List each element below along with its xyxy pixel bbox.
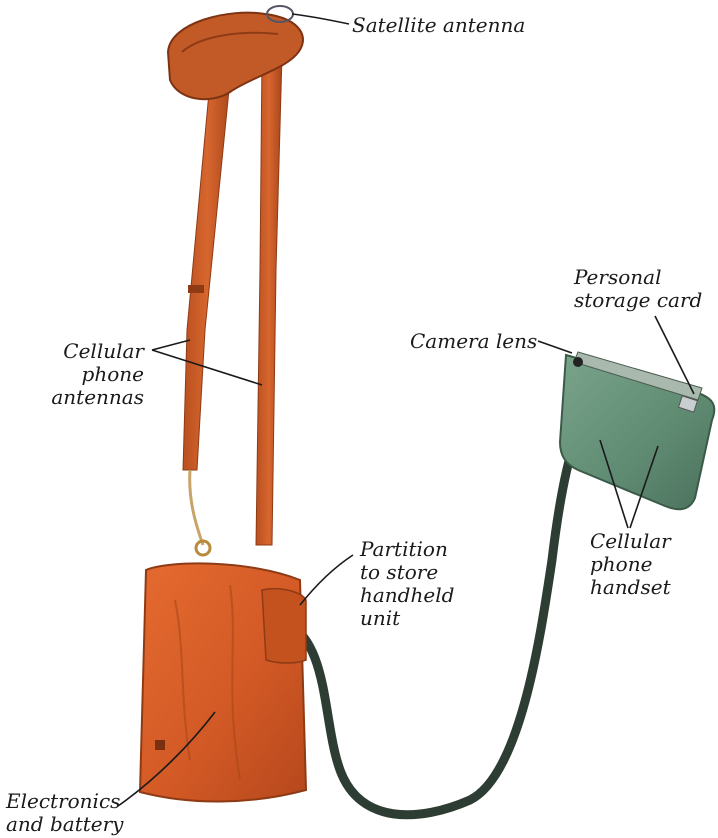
bag-tag [155,740,165,750]
electronics-battery-label: Electronics and battery [6,790,123,836]
leader-antenna-left [152,340,190,350]
leader-camera [538,341,572,353]
cellular-phone-handset-label: Cellular phone handset [590,530,671,599]
satellite-dish [168,13,303,100]
strap-buckle [188,285,204,293]
cellular-phone-antennas-label: Cellular phone antennas [36,340,144,409]
bag-partition [262,589,306,663]
left-strap-cord [190,470,203,545]
satellite-antenna-label: Satellite antenna [352,14,525,37]
camera-lens-label: Camera lens [410,330,537,353]
partition-label: Partition to store handheld unit [360,538,454,630]
camera-lens [573,357,583,367]
right-strap [256,55,282,545]
leader-antenna-right [152,350,262,385]
leader-partition [300,555,353,605]
leader-satellite [292,14,349,24]
left-strap [183,60,232,470]
personal-storage-card-label: Personal storage card [574,266,702,312]
